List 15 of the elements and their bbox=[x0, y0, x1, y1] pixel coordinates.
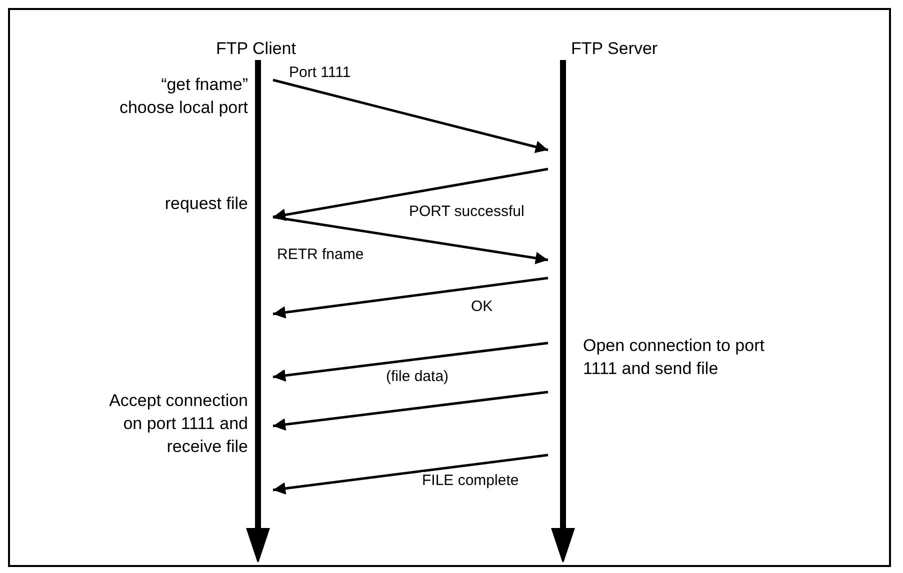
edge-label: FILE complete bbox=[421, 472, 520, 489]
message-arrow bbox=[272, 342, 548, 382]
note-text: request file bbox=[164, 193, 248, 215]
message-arrow bbox=[272, 276, 548, 319]
message-arrow bbox=[272, 216, 548, 264]
note-text: Open connection to port 1111 and send file bbox=[583, 335, 766, 380]
lifeline-header: FTP Client bbox=[216, 39, 296, 59]
edge-label: (file data) bbox=[385, 368, 450, 385]
message-arrow bbox=[272, 78, 548, 153]
message-arrow bbox=[272, 168, 548, 221]
message-arrow bbox=[272, 390, 548, 431]
lifeline-header: FTP Server bbox=[571, 39, 658, 59]
message-arrow bbox=[272, 454, 548, 495]
note-text: “get fname” choose local port bbox=[118, 74, 248, 119]
note-text: Accept connection on port 1111 and receive file bbox=[108, 390, 248, 458]
